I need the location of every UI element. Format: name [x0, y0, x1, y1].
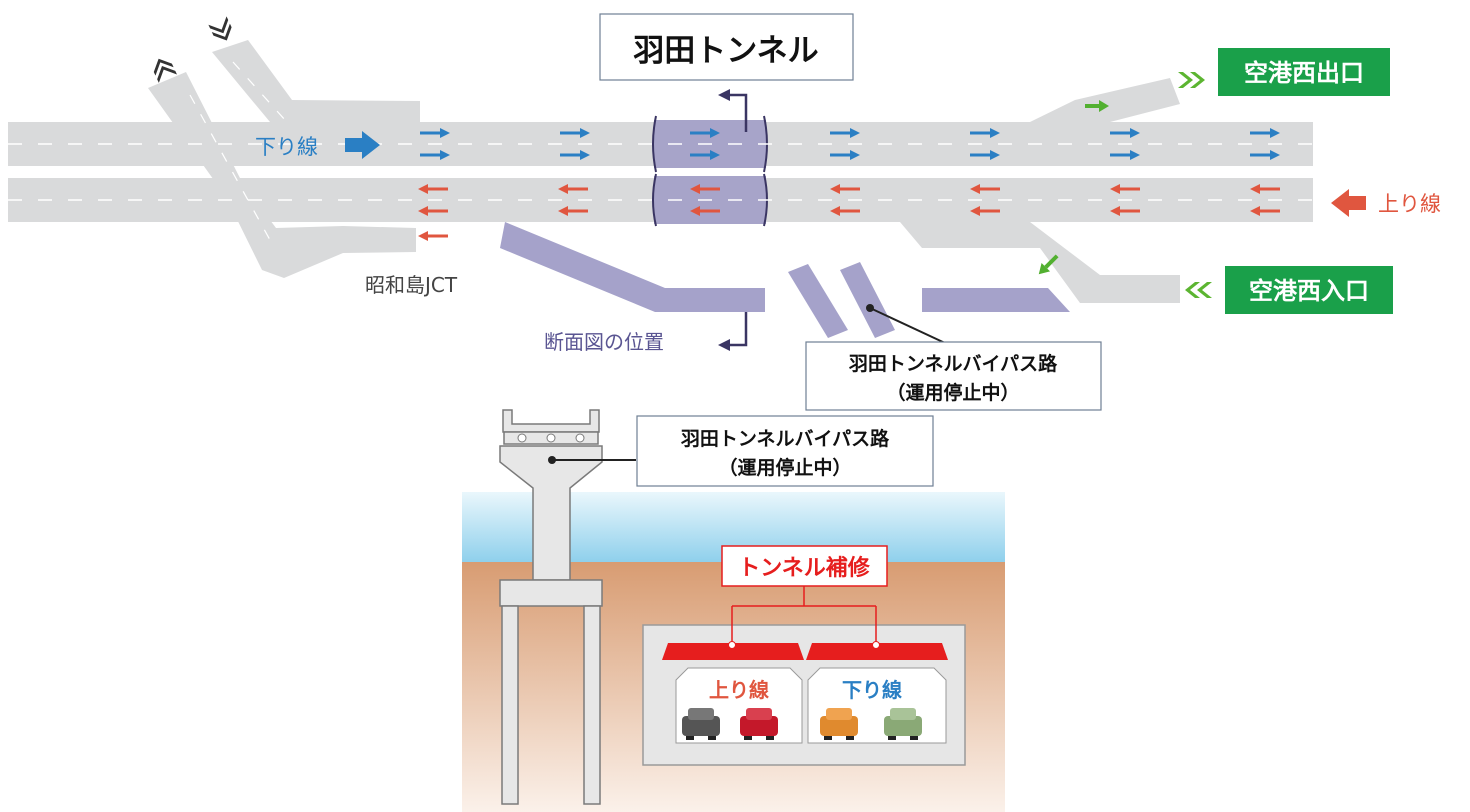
up-arrow [970, 206, 1000, 216]
bypass-road-slant-2 [840, 262, 895, 338]
down-arrow [690, 150, 720, 160]
bypass-callout-line [869, 307, 946, 344]
car-grey-icon [682, 708, 720, 740]
down-arrow [1250, 128, 1280, 138]
down-arrow [830, 128, 860, 138]
section-up-line-label: 上り線 [709, 678, 769, 702]
exit-chevron-icon [1178, 72, 1205, 88]
up-arrow [558, 206, 588, 216]
bearing-marks [517, 433, 585, 443]
section-marker-bottom [730, 312, 748, 347]
down-arrow [560, 150, 590, 160]
title-box [599, 13, 854, 81]
down-arrow [1110, 150, 1140, 160]
repair-lining-right [806, 643, 948, 660]
down-arrow [690, 128, 720, 138]
exit-label: 空港西出口 [1244, 59, 1364, 87]
up-line-big-arrow-icon [1331, 189, 1366, 217]
up-arrow [830, 184, 860, 194]
repair-dot-right [872, 641, 880, 649]
repair-dot-left [728, 641, 736, 649]
up-arrow [970, 184, 1000, 194]
jct-ramp-down [148, 72, 416, 278]
entrance-ramp [900, 222, 1180, 303]
viaduct-label-line1: 羽田トンネルバイパス路 [681, 427, 890, 450]
up-arrow [690, 206, 720, 216]
section-marker-top [730, 93, 748, 132]
repair-lining-left [662, 643, 804, 660]
entrance-green-arrow [1038, 254, 1059, 275]
down-arrow [420, 128, 450, 138]
repair-label: トンネル補修 [738, 555, 871, 581]
up-arrow [690, 184, 720, 194]
exit-green-arrow [1085, 100, 1109, 112]
up-arrow [1110, 206, 1140, 216]
jct-ramp-up [212, 40, 420, 122]
viaduct-label-line2: （運用停止中） [718, 456, 851, 479]
up-line-label: 上り線 [1378, 192, 1441, 216]
plan-view [8, 16, 1366, 351]
up-arrow [558, 184, 588, 194]
down-arrow [970, 150, 1000, 160]
bypass-road-east [922, 288, 1070, 312]
car-red-icon [740, 708, 778, 740]
ramp-dash [189, 94, 271, 241]
entrance-badge [1225, 266, 1393, 314]
entrance-chevron-icon [1185, 282, 1212, 298]
section-down-line-label: 下り線 [842, 678, 902, 702]
down-arrow [560, 128, 590, 138]
down-arrow [1250, 150, 1280, 160]
down-arrow [830, 150, 860, 160]
down-line-big-arrow-icon [345, 131, 380, 159]
up-arrow [418, 231, 448, 241]
cross-section: 羽田トンネルバイパス路 （運用停止中） 上り線 下り線 トンネル補修 [462, 409, 1005, 812]
section-position-label: 断面図の位置 [544, 330, 664, 354]
bypass-label-line1: 羽田トンネルバイパス路 [849, 352, 1058, 375]
up-arrow [830, 206, 860, 216]
jct-chevron-down-icon [208, 16, 232, 41]
bypass-road-slant-1 [788, 264, 848, 338]
up-arrow [418, 184, 448, 194]
exit-badge [1218, 48, 1390, 96]
viaduct-pier [499, 409, 603, 805]
up-arrow [1250, 184, 1280, 194]
down-line-label: 下り線 [255, 135, 318, 159]
down-arrow [970, 128, 1000, 138]
jct-chevron-up-icon [153, 58, 177, 83]
viaduct-callout-dot [548, 456, 556, 464]
bypass-road-west [500, 222, 765, 312]
up-arrow [1110, 184, 1140, 194]
up-line-arrows [418, 184, 1280, 241]
page-title: 羽田トンネル [633, 33, 818, 69]
down-arrow [420, 150, 450, 160]
viaduct-callout-box [636, 415, 934, 487]
up-arrow [418, 206, 448, 216]
down-line-arrows [420, 128, 1280, 160]
up-arrow [1250, 206, 1280, 216]
bypass-callout-box [805, 341, 1102, 411]
car-orange-icon [820, 708, 858, 740]
entrance-label: 空港西入口 [1249, 277, 1369, 305]
car-green-icon [884, 708, 922, 740]
bypass-callout-dot [866, 304, 874, 312]
bypass-label-line2: （運用停止中） [886, 381, 1019, 404]
junction-label: 昭和島JCT [365, 273, 458, 297]
exit-ramp [1030, 78, 1180, 122]
down-arrow [1110, 128, 1140, 138]
repair-callout-lines [731, 586, 877, 645]
